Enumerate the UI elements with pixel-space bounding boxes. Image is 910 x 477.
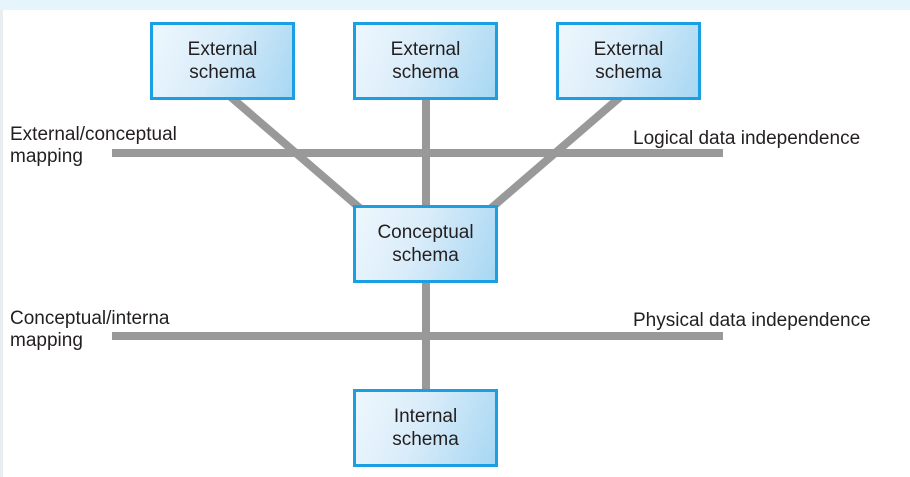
label-conceptual-internal-mapping: Conceptual/interna mapping	[10, 308, 170, 351]
left-edge-line	[0, 10, 3, 477]
label-physical-data-independence: Physical data independence	[633, 310, 871, 331]
label-logical-data-independence: Logical data independence	[633, 128, 861, 149]
label-external-conceptual-mapping: External/conceptual mapping	[10, 124, 177, 167]
connector-external3-conceptual	[486, 88, 629, 214]
top-border-strip	[0, 0, 910, 10]
box-external-schema-2: External schema	[353, 22, 498, 100]
box-external-schema-1: External schema	[150, 22, 295, 100]
box-internal-schema: Internal schema	[353, 389, 498, 467]
box-external-schema-3: External schema	[556, 22, 701, 100]
box-conceptual-schema: Conceptual schema	[353, 205, 498, 283]
connector-external1-conceptual	[222, 88, 365, 214]
